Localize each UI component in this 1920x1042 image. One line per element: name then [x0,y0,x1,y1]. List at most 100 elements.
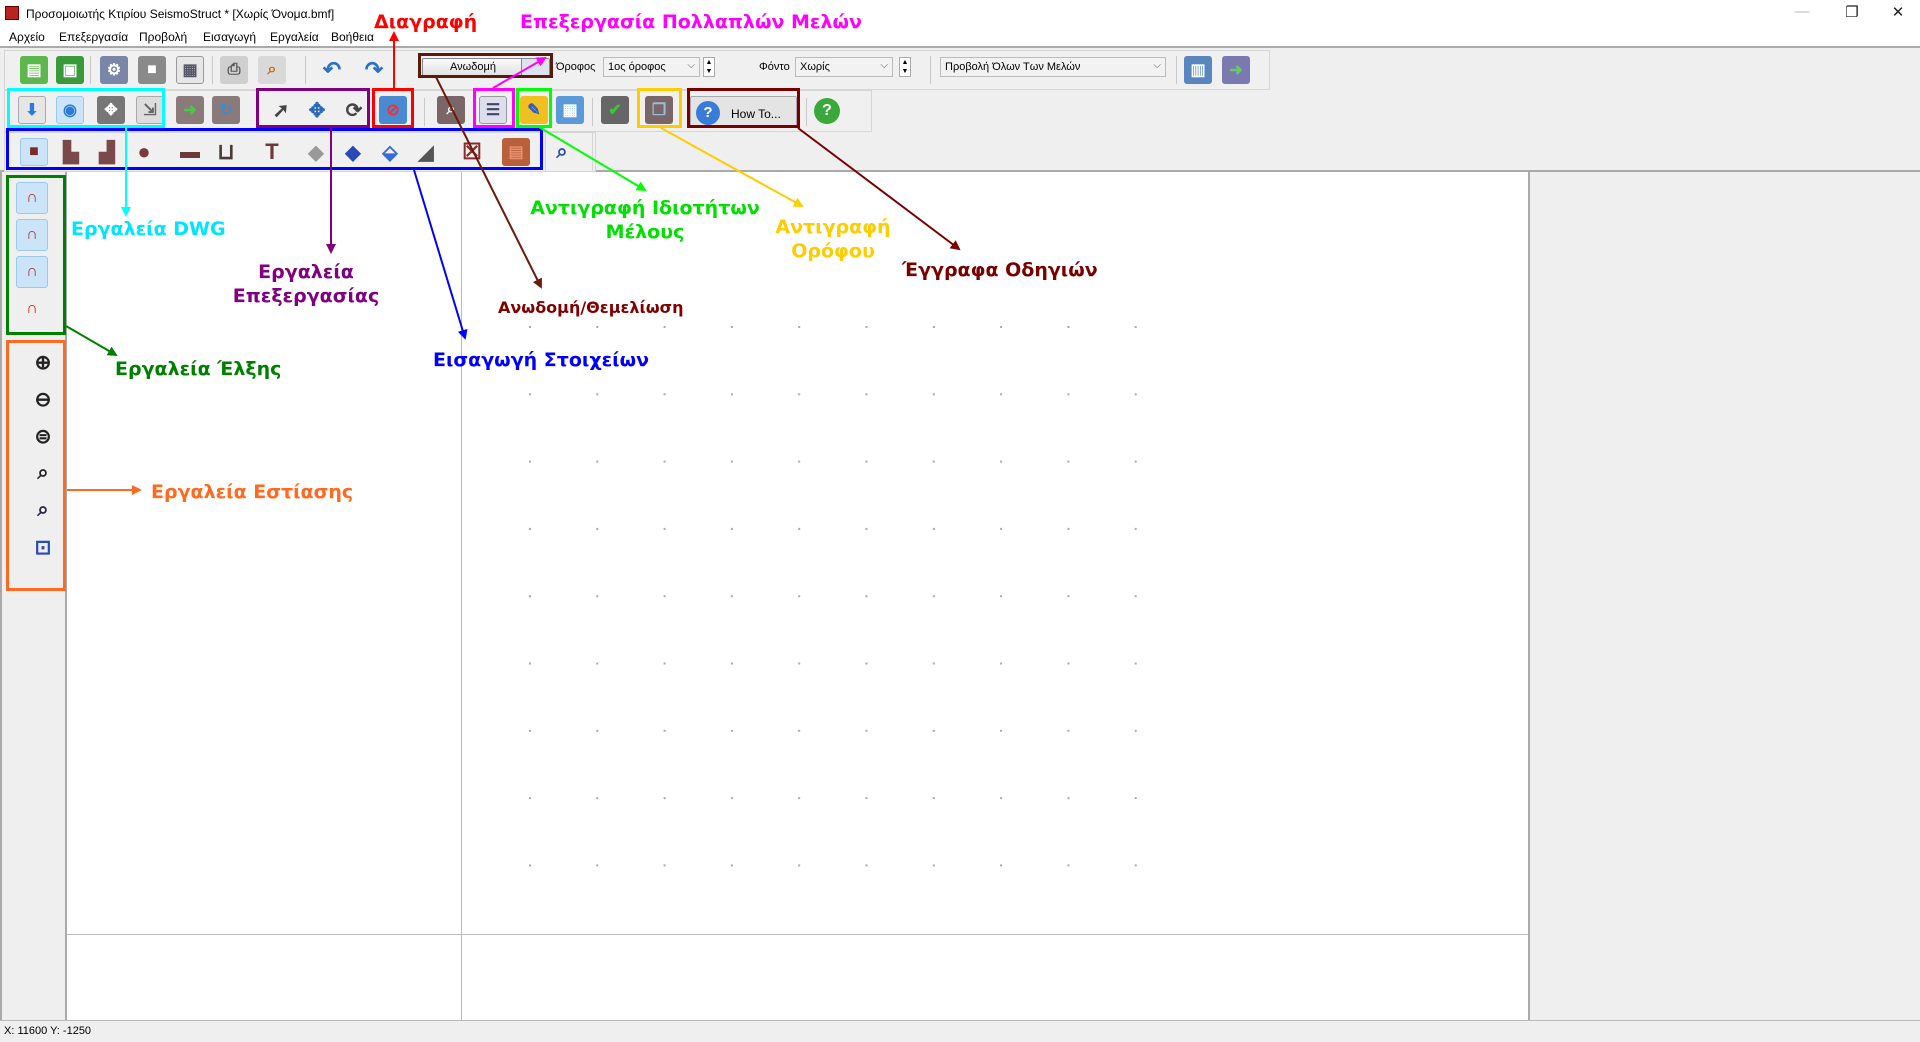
floor-spinner[interactable]: ▲▼ [703,57,715,77]
grid-dot [730,393,733,396]
zoom-out-icon[interactable]: ⊖ [34,388,52,411]
menu-view[interactable]: Προβολή [139,30,188,44]
settings-icon[interactable]: ⚙ [100,56,128,84]
separator [1176,56,1177,84]
minimize-button[interactable]: — [1794,3,1810,20]
view-members-select[interactable]: Προβολή Όλων Των Μελών⌵ [940,57,1166,77]
grid-dot [529,729,531,732]
export-dwg-icon[interactable]: ⇲ [136,96,164,124]
slab-icon[interactable]: ◆ [308,141,324,164]
separator [592,98,593,126]
window-title: Προσομοιωτής Κτιρίου SeismoStruct * [Χωρ… [26,7,335,21]
grid-link-icon[interactable]: ▦ [556,96,584,124]
zoom-pan-icon[interactable]: ⌕ [37,498,49,521]
close-button[interactable]: ✕ [1891,4,1905,21]
floor-select[interactable]: 1ος όροφος⌵ [603,57,700,77]
menu-file[interactable]: Αρχείο [9,30,45,44]
restore-button[interactable]: ❐ [1845,4,1859,21]
background-select[interactable]: Χωρίς⌵ [795,57,893,77]
wall-icon[interactable]: ▬ [180,140,200,163]
grid-dot [529,460,531,463]
menu-edit[interactable]: Επεξεργασία [59,30,129,44]
x-axis-line [67,934,1528,935]
grid-dot [1000,662,1003,665]
delete-icon[interactable]: ⊘ [379,96,407,124]
annotation-line: Εργαλεία [258,261,354,283]
masonry-icon[interactable]: ▤ [502,138,530,166]
grid-dot [932,460,935,463]
move-dwg-icon[interactable]: ✥ [97,96,125,124]
circular-column-icon[interactable]: ● [137,139,151,164]
infill-x-icon[interactable]: ☒ [462,139,482,164]
grid-dot [865,460,868,463]
copy-floor-icon[interactable]: ❐ [645,96,673,124]
check-icon[interactable]: ✔ [601,96,629,124]
grid-dot [1134,326,1137,328]
move-icon[interactable]: ✥ [308,99,326,122]
cube-icon[interactable]: ■ [138,56,166,84]
grid-dot [730,595,733,598]
multi-edit-icon[interactable]: ☰ [479,96,507,124]
grid-dot [663,460,666,463]
snap-grid-lines-icon[interactable]: ∩ [26,300,38,317]
grid-dot [730,460,733,463]
redo-icon[interactable]: ↷ [364,57,384,82]
raft-icon[interactable]: ⬙ [382,141,398,164]
building-icon[interactable]: ▥ [1184,56,1212,84]
annotation-guides: Έγγραφα Οδηγιών [902,259,1098,281]
superstructure-toggle[interactable]: Ανωδομή [422,58,550,77]
paint-brush-icon[interactable]: ✎ [520,96,548,124]
snap-dwg-icon[interactable]: ∩ [16,182,48,214]
grid-dot [1000,595,1003,598]
member-properties-icon[interactable]: ⌕ [437,96,465,124]
drawing-canvas[interactable] [67,172,1528,1020]
dwg-link-icon[interactable]: ↻ [212,96,240,124]
zoom-extents-icon[interactable]: ⊡ [34,536,52,559]
grid-dot [529,393,531,396]
dwg-to-model-icon[interactable]: ➜ [176,96,204,124]
grid-dot [1067,864,1070,867]
u-shape-icon[interactable]: ⊔ [217,139,235,164]
t-column-icon[interactable]: ▟ [99,141,115,164]
help-icon[interactable]: ? [814,98,840,124]
menu-insert[interactable]: Εισαγωγή [203,30,257,44]
snap-grid-icon[interactable]: ∩ [16,256,48,288]
zoom-window-icon[interactable]: ⌕ [37,461,49,484]
select-icon[interactable]: ➚ [272,99,290,122]
snap-grid-corner-icon[interactable]: ∩ [16,219,48,251]
l-column-icon[interactable]: ▙ [63,141,79,164]
menu-help[interactable]: Βοήθεια [331,30,374,44]
grid-dot [1067,729,1070,732]
annotation-snap-tools: Εργαλεία Έλξης [115,358,282,380]
view-dwg-icon[interactable]: ◉ [56,96,84,124]
grid-dots [529,326,1137,867]
grid-dot [529,797,531,800]
footing-icon[interactable]: ◆ [345,141,361,164]
print-preview-icon[interactable]: ⌕ [258,56,286,84]
rect-column-icon[interactable]: ■ [20,138,48,166]
background-spinner[interactable]: ▲▼ [899,57,911,77]
grid-settings-icon[interactable]: ▦ [176,56,204,84]
open-icon[interactable]: ▤ [20,56,48,84]
import-dwg-icon[interactable]: ⬇ [18,96,46,124]
zoom-fit-icon[interactable]: ⊜ [34,425,52,448]
stairs-icon[interactable]: ◢ [418,141,434,164]
exit-icon[interactable]: ➜ [1222,56,1250,84]
zoom-in-icon[interactable]: ⊕ [34,351,52,374]
grid-dot [596,326,599,328]
zoom-extents-icon[interactable]: ⌕ [556,140,568,163]
properties-pane [1528,172,1920,1020]
undo-icon[interactable]: ↶ [322,57,342,82]
print-icon[interactable]: ⎙ [220,56,248,84]
menu-tools[interactable]: Εργαλεία [270,30,319,44]
beam-icon[interactable]: T [265,139,279,164]
grid-dot [932,797,935,800]
grid-dot [663,662,666,665]
save-icon[interactable]: ▣ [56,56,84,84]
grid-dot [932,729,935,732]
grid-dot [798,393,801,396]
how-to-button[interactable]: ? How To... [690,96,797,128]
rotate-icon[interactable]: ⟳ [345,99,363,122]
grid-dot [798,729,801,732]
grid-dot [663,797,666,800]
